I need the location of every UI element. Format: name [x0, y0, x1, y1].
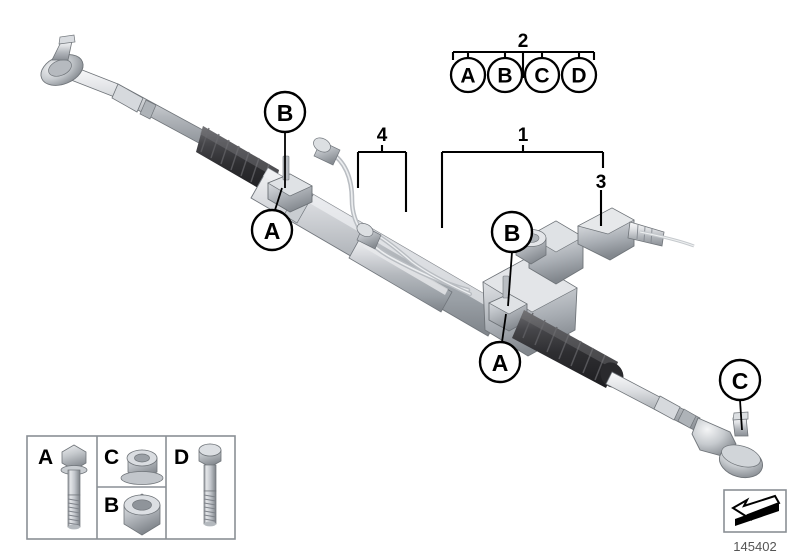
legend-part-d-hex-bolt: [198, 443, 222, 527]
legend-part-b-hex-nut: [123, 493, 161, 536]
callout-a-right[interactable]: [478, 340, 522, 384]
group-circle-b[interactable]: [486, 56, 524, 94]
group-circle-a[interactable]: [449, 56, 487, 94]
callout-b-left[interactable]: [263, 90, 307, 134]
legend-frame: [26, 435, 236, 540]
pipe-fittings: [313, 137, 382, 250]
legend-label-c: C: [104, 446, 119, 469]
direction-of-view-arrow-icon: [731, 494, 781, 526]
callout-a-left-label: A: [264, 218, 281, 244]
group-legend-circles: A B C D: [449, 56, 598, 94]
right-tie-rod-assembly: [605, 371, 763, 479]
callout-c-right-label: C: [732, 368, 749, 394]
group-circle-d-label: D: [571, 65, 586, 88]
callout-a-right-label: A: [492, 350, 509, 376]
callout-leader-lines: [274, 132, 743, 431]
callout-bubbles: B A B A C: [250, 90, 762, 402]
number-label-2: 2: [518, 31, 529, 52]
part-number-caption: 145402: [733, 539, 776, 554]
group-circle-a-label: A: [460, 65, 475, 88]
callout-c-right[interactable]: [718, 358, 762, 402]
legend-part-a-bolt: [60, 444, 88, 530]
group-circle-d[interactable]: [560, 56, 598, 94]
left-mounting-fastener: [267, 155, 313, 213]
number-label-4: 4: [377, 125, 388, 146]
number-label-1: 1: [518, 125, 529, 146]
number-labels: 4 1 3 2: [377, 31, 607, 193]
legend-label-a: A: [38, 446, 53, 469]
number-label-3: 3: [596, 172, 607, 193]
group-circle-b-label: B: [497, 65, 512, 88]
legend-label-d: D: [174, 446, 189, 469]
callout-b-right[interactable]: [490, 210, 534, 254]
bracket-1: [440, 145, 605, 228]
callout-a-left[interactable]: [250, 208, 294, 252]
left-tie-rod-assembly: [40, 34, 215, 149]
bracket-4: [356, 145, 408, 212]
callout-b-right-label: B: [504, 220, 521, 246]
group-circle-c-label: C: [534, 65, 549, 88]
callout-b-left-label: B: [277, 100, 294, 126]
group-circle-c[interactable]: [523, 56, 561, 94]
legend-label-b: B: [104, 494, 119, 517]
legend-part-c-flange-nut: [120, 449, 164, 485]
left-steering-boot: [196, 126, 279, 196]
